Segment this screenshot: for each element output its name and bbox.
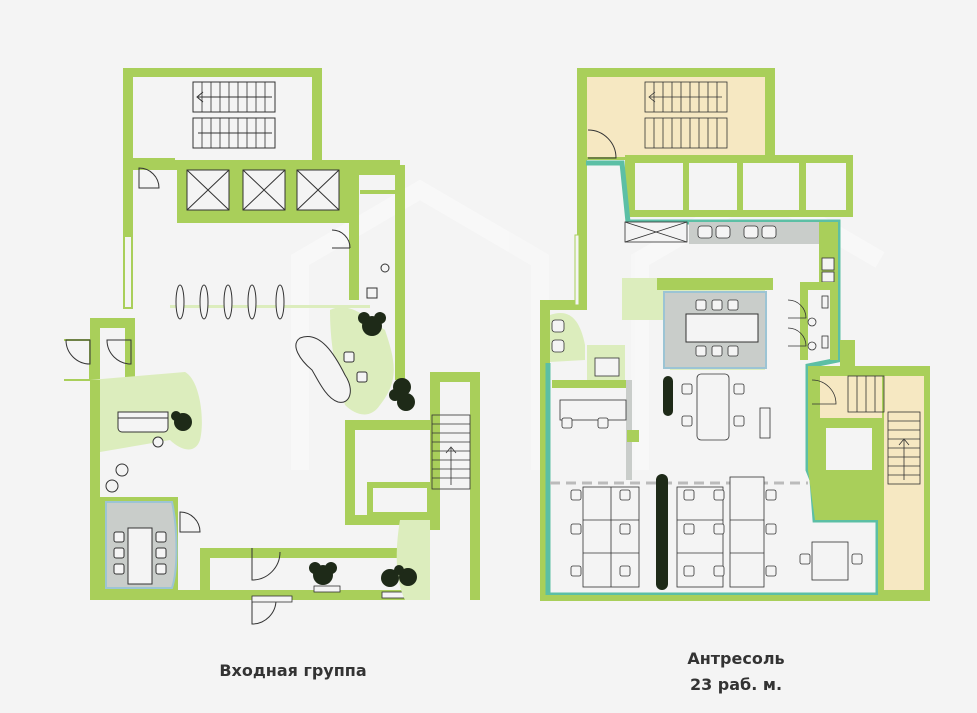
mezzanine-caption: Антресоль 23 раб. м. <box>636 646 836 698</box>
ground-floor-plan <box>64 68 480 625</box>
sofa-icon <box>117 411 169 433</box>
lift-shafts <box>186 169 340 211</box>
workstation-chairs <box>570 489 863 577</box>
mezzanine-plan <box>540 68 930 601</box>
plant-icons <box>171 312 417 587</box>
mezzanine-title: Антресоль <box>687 649 785 668</box>
planter-column <box>656 376 673 590</box>
ellipse-seats <box>175 284 285 320</box>
mezzanine-seats: 23 раб. м. <box>689 675 783 694</box>
ground-floor-title: Входная группа <box>219 661 367 680</box>
ground-floor-caption: Входная группа <box>193 658 393 684</box>
staircase-top <box>192 81 276 149</box>
wc-icon <box>366 263 390 299</box>
staircase-right <box>431 414 471 490</box>
